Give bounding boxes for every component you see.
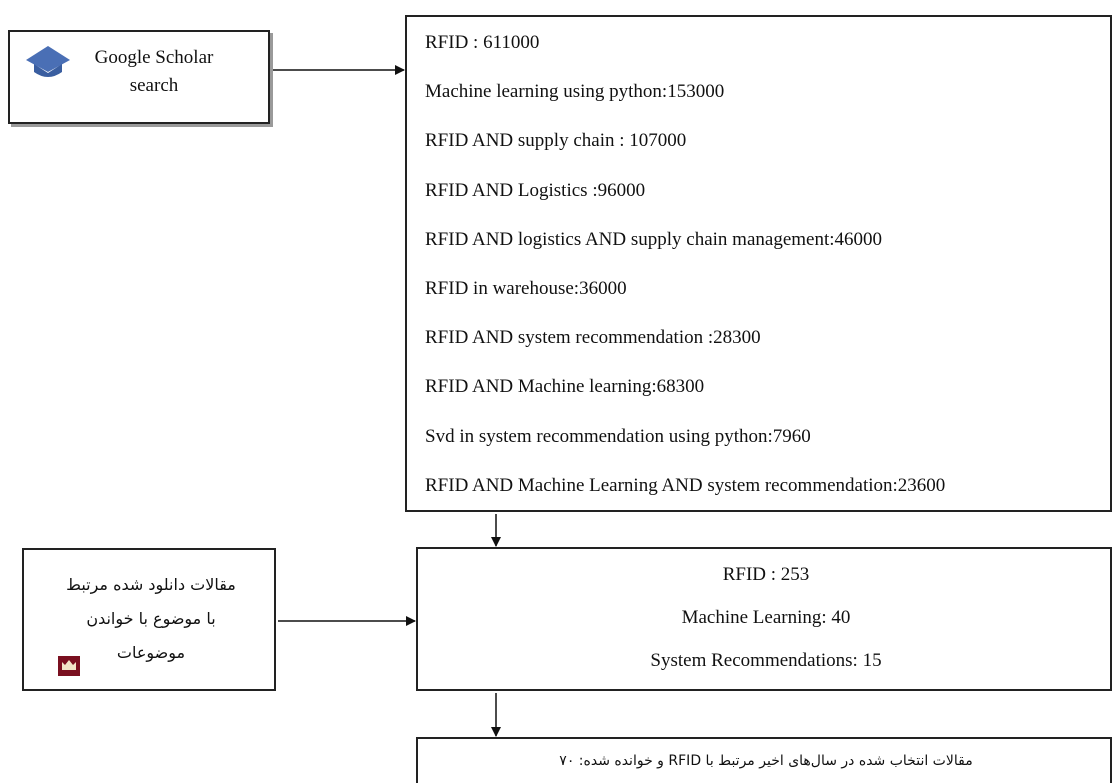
filtered-counts-list: RFID : 253 Machine Learning: 40 System R… (418, 557, 1114, 686)
search-result-item: Svd in system recommendation using pytho… (425, 425, 811, 447)
search-result-item: RFID AND Logistics :96000 (425, 179, 646, 201)
search-result-item: RFID : 611000 (425, 32, 540, 53)
search-result-item: RFID AND system recommendation :28300 (425, 327, 761, 349)
count-item: Machine Learning: 40 (681, 607, 851, 628)
search-result-item: RFID AND supply chain : 107000 (425, 130, 687, 152)
search-result-item: RFID AND Machine learning:68300 (425, 376, 705, 398)
count-item: RFID : 253 (722, 564, 810, 585)
search-results-box: RFID : 611000 Machine learning using pyt… (405, 15, 1112, 512)
search-results-list: RFID : 611000 Machine learning using pyt… (425, 27, 945, 519)
google-scholar-line2: search (129, 75, 179, 96)
downloaded-line3: موضوعات (116, 643, 186, 662)
search-result-item: RFID in warehouse:36000 (425, 277, 627, 299)
library-icon (58, 656, 80, 676)
downloaded-articles-text: مقالات دانلود شده مرتبط با موضوع با خوان… (24, 568, 278, 670)
google-scholar-label: Google Scholar search (74, 44, 234, 100)
selected-articles-box: مقالات انتخاب شده در سال‌های اخیر مرتبط … (416, 737, 1112, 783)
downloaded-articles-box: مقالات دانلود شده مرتبط با موضوع با خوان… (22, 548, 276, 691)
graduation-cap-icon (26, 46, 70, 77)
google-scholar-box (8, 30, 270, 124)
search-result-item: RFID AND logistics AND supply chain mana… (425, 228, 883, 250)
search-result-item: RFID AND Machine Learning AND system rec… (425, 474, 946, 496)
downloaded-line1: مقالات دانلود شده مرتبط (66, 575, 236, 594)
filtered-counts-box: RFID : 253 Machine Learning: 40 System R… (416, 547, 1112, 691)
selected-articles-text: مقالات انتخاب شده در سال‌های اخیر مرتبط … (559, 753, 973, 769)
downloaded-line2: با موضوع با خواندن (86, 609, 216, 628)
google-scholar-line1: Google Scholar (94, 47, 214, 68)
count-item: System Recommendations: 15 (650, 650, 882, 671)
search-result-item: Machine learning using python:153000 (425, 81, 725, 103)
